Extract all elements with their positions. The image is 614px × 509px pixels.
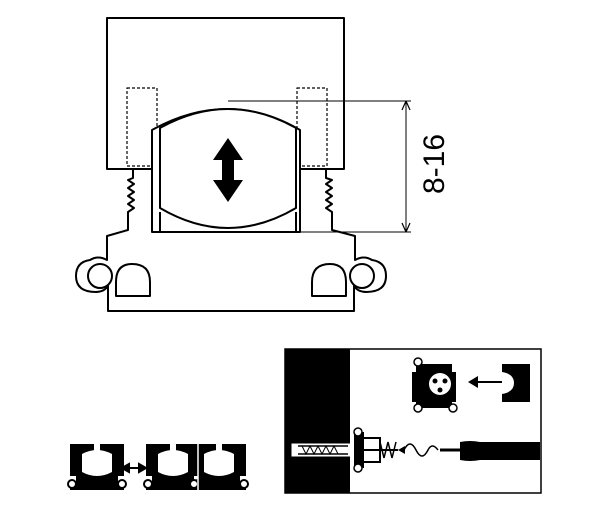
dimension-label: 8-16 (418, 134, 451, 194)
right-loop (349, 263, 375, 289)
main-clip-cross-section (75, 17, 387, 312)
dimension-line (228, 100, 411, 233)
wall-section (285, 349, 350, 493)
double-arrow-icon (213, 138, 243, 202)
mounted-clip-icon (412, 357, 458, 413)
screwdriver-icon (440, 441, 540, 461)
left-loop (87, 263, 113, 289)
arrow-left-icon (468, 376, 502, 388)
left-dashed-slot (126, 87, 158, 167)
rotation-indicator (403, 443, 439, 457)
anchor-screw-icon (291, 427, 398, 473)
wall-mount-instructions (284, 348, 542, 494)
double-arrow-small-icon (119, 462, 149, 474)
right-dashed-slot (296, 87, 328, 167)
clip-joining-row (67, 437, 249, 491)
cap-icon (502, 364, 530, 402)
